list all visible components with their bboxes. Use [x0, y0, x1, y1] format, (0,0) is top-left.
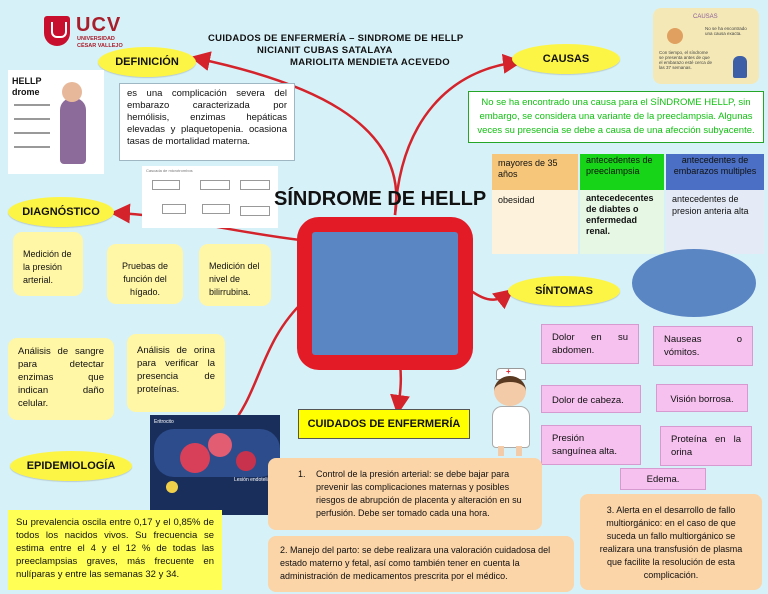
ucv-logo: UCV UNIVERSIDAD CÉSAR VALLEJO: [44, 14, 154, 52]
epidemiologia-box: Su prevalencia oscila entre 0,17 y el 0,…: [8, 510, 222, 590]
blood-image-label1: Eritrocito: [154, 419, 174, 425]
causas-thumbnail: CAUSAS No se ha encontrado una causa exa…: [653, 8, 759, 84]
diag-box-2: Pruebas de función del hígado.: [107, 244, 183, 304]
risk-cell-2: antecedecentes de diabtes o enfermedad r…: [580, 190, 664, 254]
oval-definicion: DEFINICIÓN: [98, 47, 196, 77]
sintoma-1: Dolor en su abdomen.: [541, 324, 639, 364]
causas-box: No se ha encontrado una causa para el SÍ…: [468, 91, 764, 143]
arrow-to-definicion: [190, 51, 398, 216]
cuidado-box-3: 3. Alerta en el desarrollo de fallo mult…: [580, 494, 762, 590]
nurse-body-icon: [492, 406, 530, 448]
hellp-image-title2: drome: [12, 87, 40, 97]
header-line2: NICIANIT CUBAS SATALAYA: [257, 45, 393, 56]
hellp-image-title1: HELLP: [12, 76, 42, 86]
red-cell-icon: [236, 451, 256, 471]
flow-diagram-image: Cascada de microtrombos: [142, 166, 278, 228]
risk-table: mayores de 35 años antecedentes de preec…: [492, 154, 764, 254]
diag-box-3: Medición del nivel de bilirrubina.: [199, 244, 271, 306]
sintoma-4: Visión borrosa.: [656, 384, 748, 412]
logo-sub2: CÉSAR VALLEJO: [77, 43, 123, 49]
red-cell-icon: [180, 443, 210, 473]
causas-thumb-text1: No se ha encontrado una causa exacta.: [705, 26, 747, 36]
risk-header-3: antecedentes de embarazos multiples: [666, 154, 764, 190]
center-frame: [297, 217, 473, 370]
oval-causas: CAUSAS: [512, 44, 620, 74]
sintoma-5: Presión sanguínea alta.: [541, 425, 641, 465]
cuidado-box-1: 1. Control de la presión arterial: se de…: [268, 458, 542, 530]
definicion-box: es una complicación severa del embarazo …: [119, 83, 295, 161]
cuidados-title: CUIDADOS DE ENFERMERÍA: [298, 409, 470, 439]
nurse-illustration: +: [484, 362, 536, 458]
risk-cell-3: antecedentes de presion anteria alta: [666, 190, 764, 254]
oval-epidemiologia: EPIDEMIOLOGÍA: [10, 451, 132, 481]
logo-brand: UCV: [76, 14, 122, 36]
diag-box-5: Análisis de orina para verificar la pres…: [127, 334, 225, 412]
arrow-to-cuidados: [390, 364, 410, 415]
head-icon: [62, 82, 82, 102]
person-sitting-icon: [733, 56, 747, 78]
body-figure-icon: [60, 98, 86, 164]
causas-thumb-text2: Con tiempo, el síndrome se presenta ante…: [659, 50, 713, 70]
diag-box-4: Análisis de sangre para detectar enzimas…: [8, 338, 114, 420]
oval-sintomas: SÍNTOMAS: [508, 276, 620, 306]
sintoma-2: Nauseas o vómitos.: [653, 326, 753, 366]
ucv-shield-icon: [44, 16, 70, 46]
main-title: SÍNDROME DE HELLP: [274, 188, 487, 210]
platelet-icon: [166, 481, 178, 493]
sintoma-7: Edema.: [620, 468, 706, 490]
diag-box-1: Medición de la presión arterial.: [13, 232, 83, 296]
cuidado-1-text: Control de la presión arterial: se debe …: [316, 469, 522, 518]
hellp-illustration: HELLP drome: [8, 70, 104, 174]
person-thinking-icon: [667, 28, 683, 44]
risk-header-1: mayores de 35 años: [492, 154, 578, 190]
cuidado-1-number: 1.: [298, 469, 306, 479]
causas-thumb-title: CAUSAS: [693, 14, 718, 20]
risk-cell-1: obesidad: [492, 190, 578, 254]
blue-ellipse-shape: [632, 249, 756, 317]
arrow-to-sintomas: [469, 288, 514, 310]
header-line1: CUIDADOS DE ENFERMERÍA – SINDROME DE HEL…: [208, 33, 464, 44]
arrow-to-causas: [393, 53, 523, 216]
flow-image-caption: Cascada de microtrombos: [146, 168, 193, 173]
center-blue-panel: [312, 232, 458, 355]
logo-sub1: UNIVERSIDAD: [77, 36, 115, 42]
sintoma-6: Proteína en la orina: [660, 426, 752, 466]
sintoma-3: Dolor de cabeza.: [541, 385, 641, 413]
red-cell-icon: [208, 433, 232, 457]
oval-diagnostico: DIAGNÓSTICO: [8, 197, 114, 227]
header-line3: MARIOLITA MENDIETA ACEVEDO: [290, 57, 450, 68]
nurse-head-icon: [494, 376, 526, 406]
blood-cells-image: Eritrocito Lesión endotelial: [150, 415, 280, 515]
risk-header-2: antecedentes de preeclampsia: [580, 154, 664, 190]
cuidado-box-2: 2. Manejo del parto: se debe realizara u…: [268, 536, 574, 592]
blood-image-label2: Lesión endotelial: [234, 477, 272, 483]
